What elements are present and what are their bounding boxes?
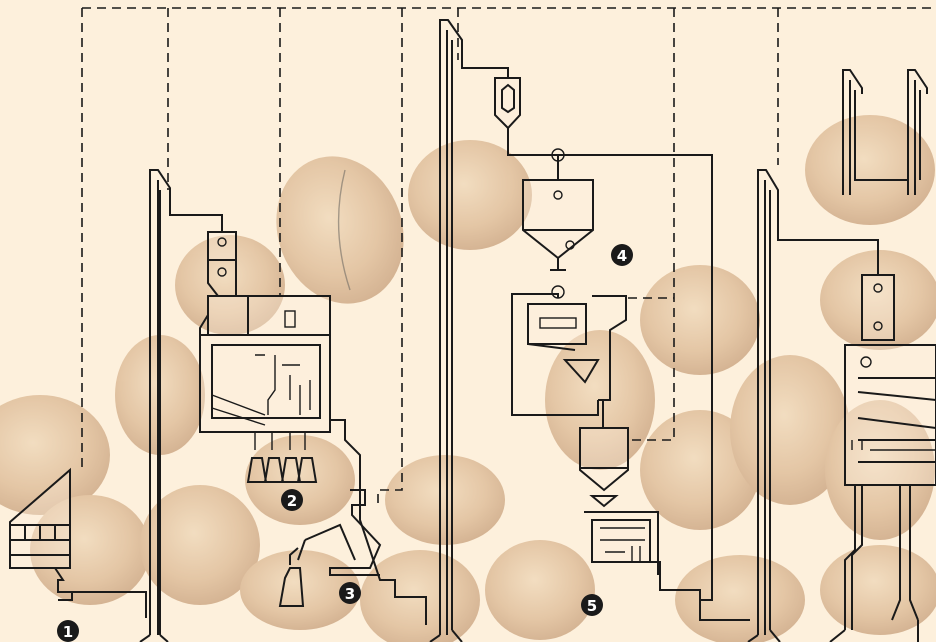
coffee-bean [485,540,595,640]
bagging-scale [278,489,382,607]
station-marker-3: 3 [339,582,361,604]
coffee-bean [805,115,935,225]
svg-text:3: 3 [345,585,355,603]
coffee-bean [175,235,285,335]
station-marker-1: 1 [57,620,79,642]
svg-text:5: 5 [587,597,597,615]
cooler-unit [579,427,659,575]
coffee-bean [825,400,935,540]
svg-text:4: 4 [617,247,627,265]
coffee-bean [675,555,805,642]
bucket-elevator-2 [429,19,463,642]
coffee-bean [276,156,404,304]
coffee-bean [408,140,532,250]
svg-text:2: 2 [287,492,297,510]
coffee-bean [820,250,936,350]
coffee-bean [385,455,505,545]
roaster-unit [494,77,627,428]
svg-text:1: 1 [63,623,73,641]
coffee-bean [140,485,260,605]
coffee-beans-background [0,115,936,642]
sorting-machine [829,274,936,642]
coffee-bean [730,355,850,505]
bucket-elevator-4 [842,69,928,195]
bucket-elevator-3 [747,169,781,642]
coffee-bean [820,545,936,635]
coffee-bean [640,265,760,375]
coffee-bean [0,395,110,515]
conveying-lines [72,46,879,625]
bucket-elevator-1 [139,169,171,642]
dashed-aspiration-lines [81,7,936,505]
coffee-bean [30,495,150,605]
station-marker-5: 5 [581,594,603,616]
intake-hopper [9,467,73,601]
sample-bags [246,457,318,483]
cleaning-separator [199,231,331,483]
station-marker-2: 2 [281,489,303,511]
station-marker-4: 4 [611,244,633,266]
